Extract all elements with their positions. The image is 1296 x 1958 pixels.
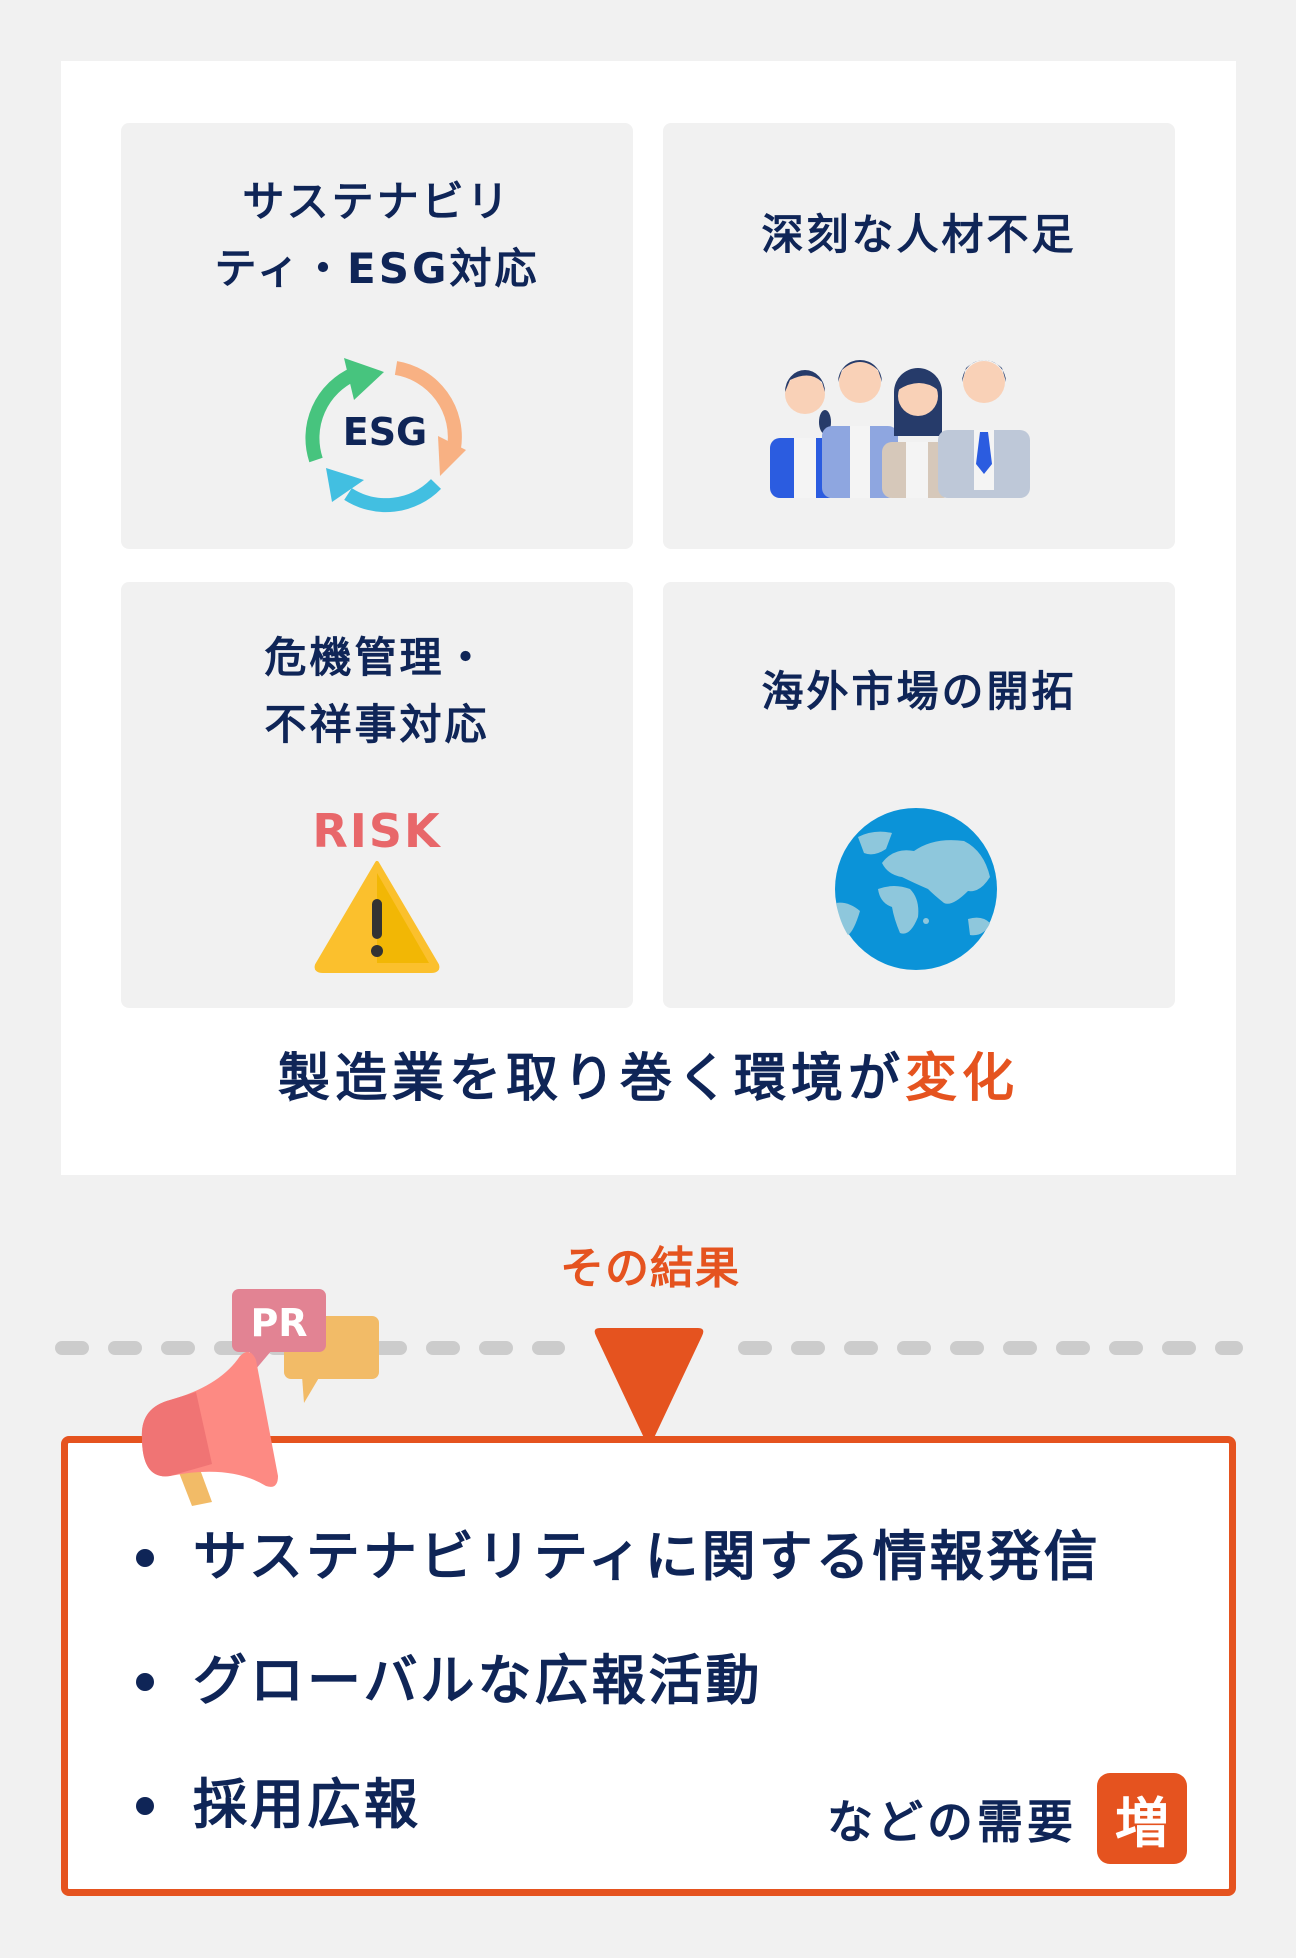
tile-title-line-2: 不祥事対応 <box>264 700 490 749</box>
bullet-icon <box>136 1549 154 1567</box>
heading-accent-text: 変化 <box>905 1049 1020 1109</box>
list-item-text: サステナビリティに関する情報発信 <box>193 1525 1101 1588</box>
tile-title: 危機管理・ 不祥事対応 <box>121 624 633 758</box>
tile-title-line-1: 深刻な人材不足 <box>761 210 1077 259</box>
tile-title-line-1: 海外市場の開拓 <box>761 667 1077 716</box>
esg-cycle-icon: ESG <box>305 358 466 513</box>
result-label: その結果 <box>560 1243 740 1294</box>
tile-talent-shortage: 深刻な人材不足 <box>663 123 1175 549</box>
warning-triangle-icon <box>314 861 440 973</box>
list-item-text: 採用広報 <box>193 1773 421 1836</box>
tile-title: 海外市場の開拓 <box>663 658 1175 725</box>
demand-text: などの需要 <box>827 1794 1077 1849</box>
down-triangle-icon <box>594 1328 704 1443</box>
tile-title: サステナビリ ティ・ESG対応 <box>121 168 633 302</box>
business-people-icon <box>770 360 1030 498</box>
heading-main-text: 製造業を取り巻く環境が <box>277 1049 905 1109</box>
result-box: サステナビリティに関する情報発信 グローバルな広報活動 採用広報 などの需要 増 <box>61 1436 1236 1896</box>
tile-crisis-management: 危機管理・ 不祥事対応 RISK <box>121 582 633 1008</box>
svg-text:ESG: ESG <box>343 410 428 454</box>
tile-title: 深刻な人材不足 <box>663 201 1175 268</box>
tile-overseas-markets: 海外市場の開拓 <box>663 582 1175 1008</box>
dashed-divider-right <box>738 1341 1243 1355</box>
environment-card: サステナビリ ティ・ESG対応 ESG 深刻な人材不足 <box>61 61 1236 1175</box>
tile-title-line-1: サステナビリ <box>242 177 512 226</box>
list-item: 採用広報 <box>128 1743 1101 1867</box>
svg-text:PR: PR <box>250 1301 307 1345</box>
megaphone-pr-icon: PR <box>141 1289 379 1506</box>
environment-heading: 製造業を取り巻く環境が変化 <box>61 1036 1236 1111</box>
risk-label: RISK <box>312 804 442 858</box>
bullet-icon <box>136 1797 154 1815</box>
tile-title-line-2: ティ・ESG対応 <box>214 244 540 293</box>
list-item: グローバルな広報活動 <box>128 1619 1101 1743</box>
list-item-text: グローバルな広報活動 <box>193 1649 763 1712</box>
list-item: サステナビリティに関する情報発信 <box>128 1495 1101 1619</box>
tile-sustainability-esg: サステナビリ ティ・ESG対応 ESG <box>121 123 633 549</box>
tile-title-line-1: 危機管理・ <box>264 633 490 682</box>
bullet-icon <box>136 1673 154 1691</box>
globe-icon <box>835 808 997 970</box>
demand-list: サステナビリティに関する情報発信 グローバルな広報活動 採用広報 <box>128 1503 1101 1867</box>
demand-summary: などの需要 増 <box>827 1773 1187 1864</box>
increase-badge: 増 <box>1097 1773 1187 1864</box>
